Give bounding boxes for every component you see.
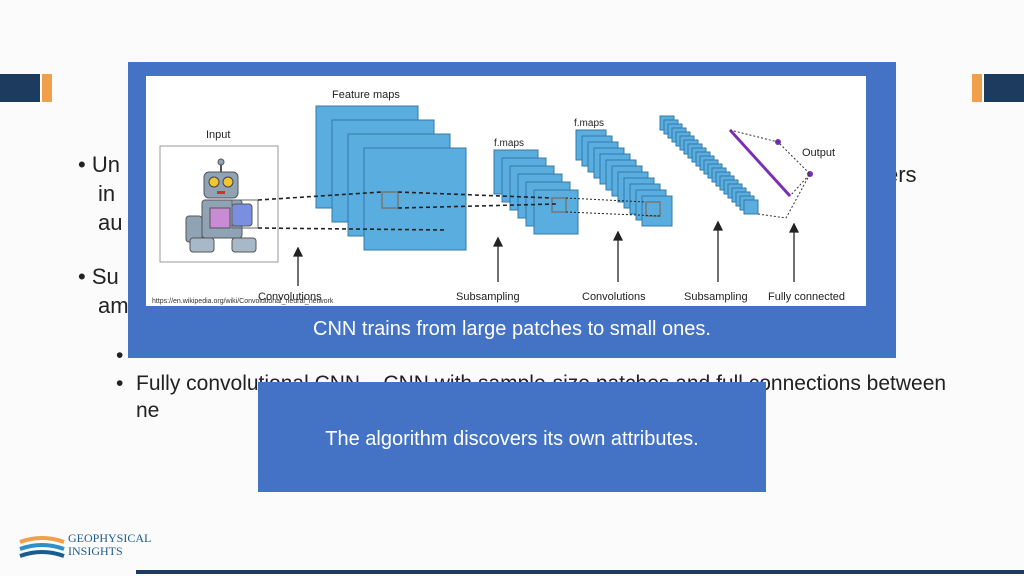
bullet-1-text: Un xyxy=(91,152,120,177)
label-subsampling-1: Subsampling xyxy=(456,291,520,303)
logo-line1: GEOPHYSICAL xyxy=(68,531,152,545)
algorithm-callout: The algorithm discovers its own attribut… xyxy=(258,382,766,492)
header-bar-right xyxy=(984,74,1024,102)
cnn-figure-panel: Input Feature maps f.maps f.maps Output … xyxy=(128,62,896,358)
label-input: Input xyxy=(206,129,230,141)
logo-line2: INSIGHTS xyxy=(68,544,123,558)
label-fmaps-1: f.maps xyxy=(494,138,524,149)
label-fmaps-2: f.maps xyxy=(574,118,604,129)
feature-patch xyxy=(381,191,399,209)
footer-rule xyxy=(136,570,1024,574)
bullet-2: • Su am xyxy=(78,264,129,318)
header-bar-left xyxy=(0,74,40,102)
geophysical-insights-logo: GEOPHYSICAL INSIGHTS xyxy=(18,532,151,570)
cnn-caption: CNN trains from large patches to small o… xyxy=(313,318,711,340)
label-convolutions-2: Convolutions xyxy=(582,291,646,303)
bullet-1-line3: au xyxy=(98,210,123,235)
algorithm-caption: The algorithm discovers its own attribut… xyxy=(325,428,699,450)
label-fully-connected: Fully connected xyxy=(768,291,845,303)
bullet-2-text: Su xyxy=(91,264,119,289)
label-subsampling-2: Subsampling xyxy=(684,291,748,303)
bullet-1: • Un in au xyxy=(78,152,123,235)
arrows xyxy=(292,220,800,286)
subsample-stack xyxy=(659,115,759,215)
source-url: https://en.wikipedia.org/wiki/Convolutio… xyxy=(152,298,334,305)
input-patch xyxy=(231,199,259,229)
header-accent-left xyxy=(42,74,52,102)
header-accent-right xyxy=(972,74,982,102)
cnn-diagram: Input Feature maps f.maps f.maps Output … xyxy=(146,76,866,306)
bullet-1-line2: in xyxy=(98,181,116,206)
cnn-diagram-svg: Input Feature maps f.maps f.maps Output … xyxy=(159,89,845,303)
logo-text: GEOPHYSICAL INSIGHTS xyxy=(68,532,151,558)
fully-connected-layer xyxy=(728,128,792,198)
fmap2-stack xyxy=(575,129,673,227)
feature-map xyxy=(363,147,467,251)
bullet-2-line2: am xyxy=(98,293,129,318)
sub-bullet-1: • xyxy=(116,344,124,367)
logo-icon xyxy=(19,536,65,558)
label-convolutions-1: Convolutions xyxy=(258,291,322,303)
label-feature-maps: Feature maps xyxy=(332,89,400,101)
label-output: Output xyxy=(802,147,835,159)
